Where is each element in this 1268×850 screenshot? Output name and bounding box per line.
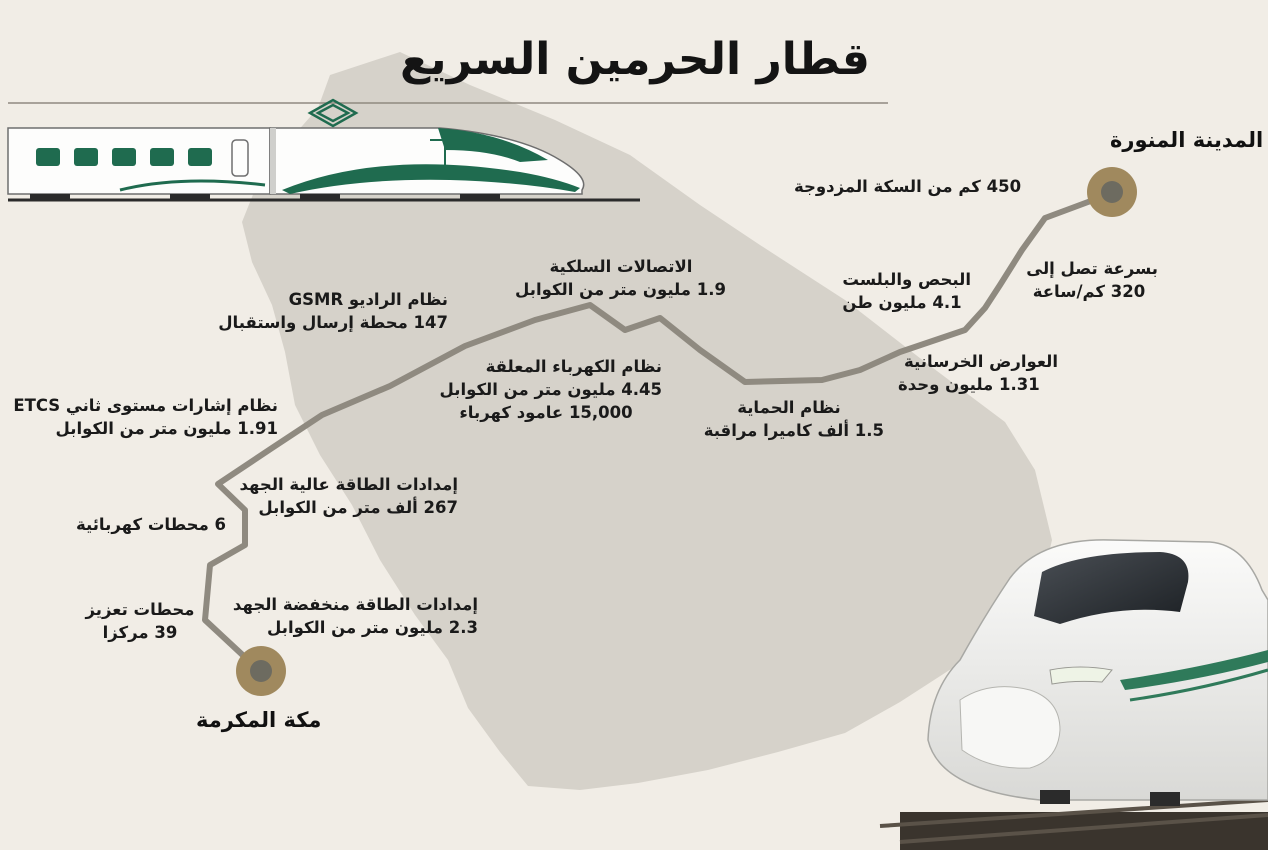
fact-line: العوارض الخرسانية — [904, 352, 1058, 371]
fact-line: 450 كم من السكة المزدوجة — [794, 177, 1022, 196]
fact-line: 1.91 مليون متر من الكوابل — [55, 419, 278, 438]
fact-line: إمدادات الطاقة عالية الجهد — [239, 475, 459, 494]
fact-line: إمدادات الطاقة منخفضة الجهد — [232, 595, 478, 614]
fact-line: محطات تعزيز — [85, 600, 195, 619]
side-view-train-illustration — [7, 127, 640, 202]
fact-telecom: الاتصالات السلكية 1.9 مليون متر من الكوا… — [515, 255, 726, 301]
fact-line: 267 ألف متر من الكوابل — [258, 498, 458, 517]
fact-ballast: البحص والبلست 4.1 مليون طن — [833, 268, 971, 314]
route-line — [202, 189, 1115, 663]
makkah-station-marker — [236, 646, 286, 696]
fact-line: 4.45 مليون متر من الكوابل — [439, 380, 662, 399]
fact-top-speed: بسرعة تصل إلى 320 كم/ساعة — [1020, 257, 1158, 303]
fact-line: 6 محطات كهربائية — [76, 515, 227, 534]
fact-line: 147 محطة إرسال واستقبال — [218, 313, 448, 332]
front-view-train-illustration — [879, 539, 1268, 850]
city-label-madinah: المدينة المنورة — [1110, 128, 1264, 152]
fact-line: الاتصالات السلكية — [549, 257, 693, 276]
fact-line: 320 كم/ساعة — [1032, 282, 1146, 301]
fact-line: نظام الحماية — [737, 398, 841, 417]
fact-line: 4.1 مليون طن — [842, 293, 962, 312]
fact-line: بسرعة تصل إلى — [1026, 259, 1158, 278]
fact-low-voltage-supply: إمدادات الطاقة منخفضة الجهد 2.3 مليون مت… — [228, 593, 478, 639]
fact-line: 2.3 مليون متر من الكوابل — [267, 618, 478, 637]
fact-line: 1.9 مليون متر من الكوابل — [515, 280, 726, 299]
saudi-map-shape — [242, 52, 1052, 790]
fact-etcs-signalling: نظام إشارات مستوى ثاني ETCS 1.91 مليون م… — [10, 394, 278, 440]
fact-catenary-power: نظام الكهرباء المعلقة 4.45 مليون متر من … — [430, 355, 662, 424]
fact-line: نظام الراديو GSMR — [288, 290, 448, 309]
fact-line: 39 مركزا — [102, 623, 178, 642]
pantograph-icon — [307, 98, 359, 128]
fact-line: 1.5 ألف كاميرا مراقبة — [703, 421, 884, 440]
fact-high-voltage-supply: إمدادات الطاقة عالية الجهد 267 ألف متر م… — [236, 473, 459, 519]
fact-line: نظام إشارات مستوى ثاني ETCS — [13, 396, 278, 415]
city-label-makkah: مكة المكرمة — [196, 708, 322, 732]
fact-line: البحص والبلست — [842, 270, 971, 289]
fact-track-length: 450 كم من السكة المزدوجة — [794, 175, 1021, 198]
fact-line: نظام الكهرباء المعلقة — [485, 357, 662, 376]
madinah-station-marker — [1087, 167, 1137, 217]
fact-concrete-sleepers: العوارض الخرسانية 1.31 مليون وحدة — [898, 350, 1058, 396]
fact-power-stations: 6 محطات كهربائية — [76, 513, 226, 536]
page-title: قطار الحرمين السريع — [400, 34, 870, 85]
fact-line: 15,000 عامود كهرباء — [459, 403, 633, 422]
fact-line: 1.31 مليون وحدة — [898, 375, 1040, 394]
fact-protection-system: نظام الحماية 1.5 ألف كاميرا مراقبة — [694, 396, 884, 442]
fact-booster-stations: محطات تعزيز 39 مركزا — [84, 598, 196, 644]
fact-gsmr-radio: نظام الراديو GSMR 147 محطة إرسال واستقبا… — [218, 288, 448, 334]
